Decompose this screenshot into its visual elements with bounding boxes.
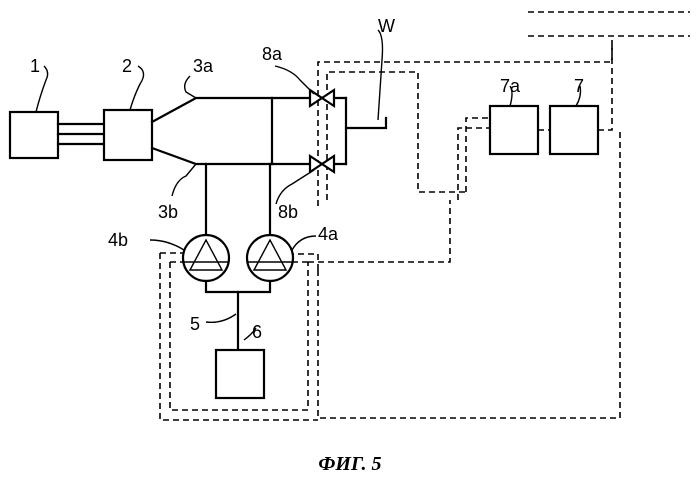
label-4a: 4a	[318, 224, 339, 244]
label-8b: 8b	[278, 202, 298, 222]
label-8a: 8a	[262, 44, 283, 64]
pump-4a	[247, 235, 293, 281]
figure-caption: ФИГ. 5	[318, 453, 381, 475]
component-1-box	[10, 112, 58, 158]
label-6: 6	[252, 322, 262, 342]
labels: 1 2 3a 3b 8a 8b W 4b 4a 5 6 7a 7	[30, 16, 584, 342]
manifold	[152, 98, 386, 164]
component-2-box	[104, 110, 152, 160]
component-7a-box	[490, 106, 538, 154]
component-7-box	[550, 106, 598, 154]
label-1: 1	[30, 56, 40, 76]
label-3a: 3a	[193, 56, 214, 76]
label-3b: 3b	[158, 202, 178, 222]
label-7a: 7a	[500, 76, 521, 96]
label-7: 7	[574, 76, 584, 96]
label-w: W	[378, 16, 395, 36]
label-5: 5	[190, 314, 200, 334]
label-4b: 4b	[108, 230, 128, 250]
pump-4b	[183, 235, 229, 281]
component-6-box	[216, 350, 264, 398]
valve-8a	[310, 90, 334, 106]
label-2: 2	[122, 56, 132, 76]
